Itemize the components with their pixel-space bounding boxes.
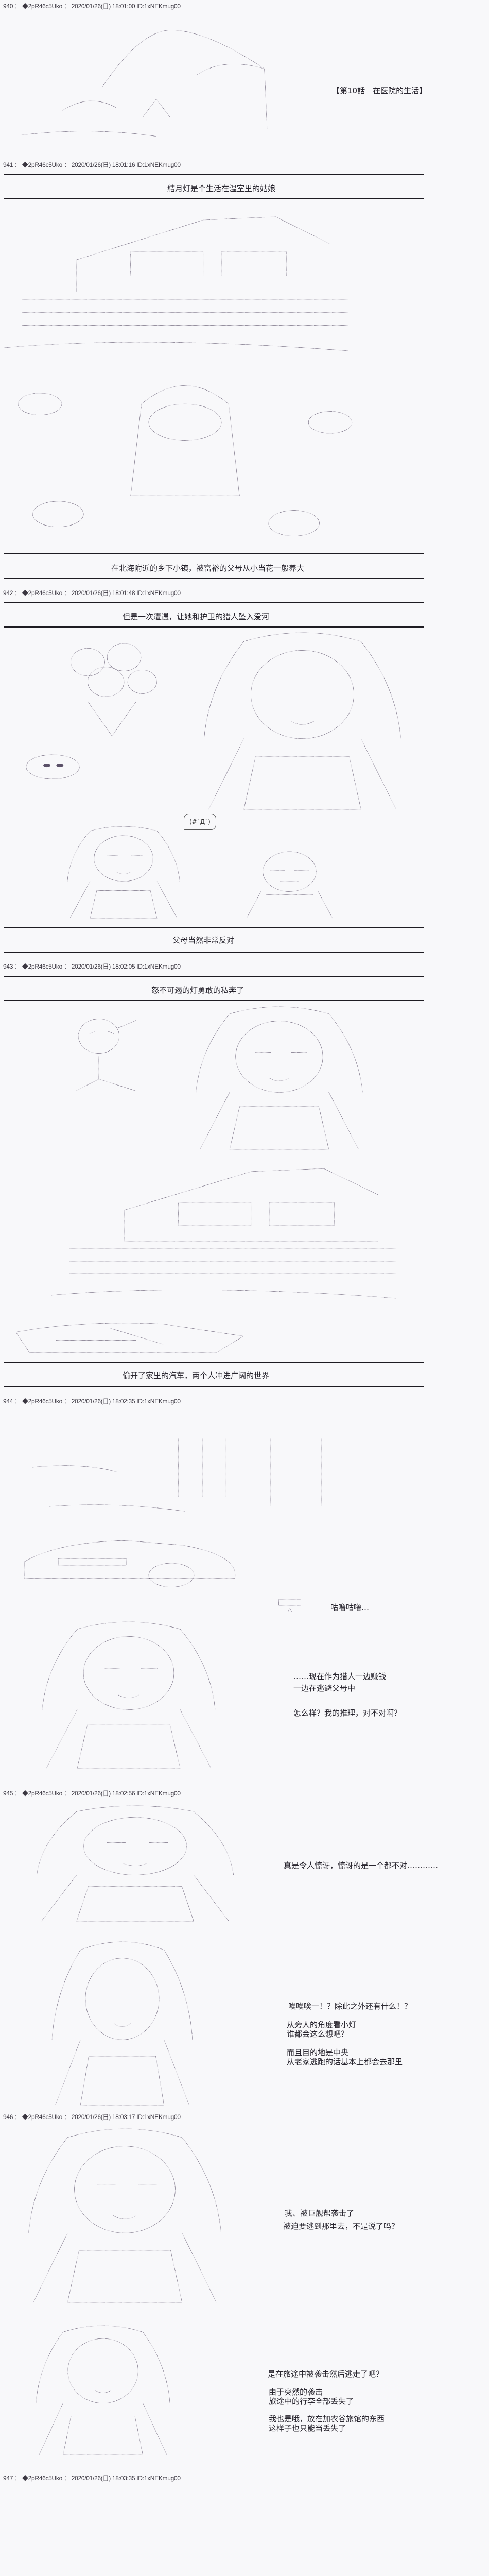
ascii-art-sketch: [51, 1156, 414, 1311]
ascii-art-determined-girl: [180, 1007, 378, 1149]
divider: [4, 174, 424, 175]
post-header: 941 ： ◆2pR46c5Uko ： 2020/01/26(日) 18:01:…: [3, 161, 181, 168]
post-header: 940 ： ◆2pR46c5Uko ： 2020/01/26(日) 18:01:…: [3, 3, 181, 10]
ascii-art-sketch: [23, 752, 82, 782]
ascii-art-sketch: [4, 367, 366, 551]
narration-text: 但是一次遭遇，让她和护卫的猎人坠入爱河: [123, 612, 270, 621]
post-header: 945 ： ◆2pR46c5Uko ： 2020/01/26(日) 18:02:…: [3, 1790, 181, 1797]
dialogue-text: 被迫要逃到那里去，不是说了吗？: [283, 2222, 399, 2231]
divider: [4, 553, 424, 554]
ascii-art-hunter-girl: [26, 1622, 232, 1768]
divider: [4, 602, 424, 603]
ascii-art-sketch: [180, 1007, 378, 1149]
ascii-art-girl-explaining: [10, 2129, 239, 2302]
dialogue-text: 我、被巨舰帮袭击了: [285, 2209, 355, 2218]
ascii-art-sketch: [8, 21, 278, 141]
post-header: 947 ： ◆2pR46c5Uko ： 2020/01/26(日) 18:03:…: [3, 2475, 181, 2482]
narration-text: 偷开了家里的汽车，两个人冲进广阔的世界: [123, 1371, 270, 1380]
ascii-art-sketch: [13, 1529, 239, 1595]
dialogue-text: 从老家逃跑的话基本上都会去那里: [287, 2057, 403, 2066]
ascii-art-sketch: [51, 642, 172, 741]
ascii-art-girl-smug: [18, 1806, 252, 1921]
ascii-art-sketch: [15, 1428, 355, 1526]
ascii-art-angry-chibi: [62, 1016, 154, 1095]
dialogue-text: 我也是哦，放在加农谷旅馆的东西: [269, 2414, 385, 2424]
narration-text: 父母当然非常反对: [172, 936, 235, 945]
ascii-art-sketch: [23, 2326, 183, 2455]
dialogue-text: 是在旅途中被袭击然后逃走了吧？: [268, 2369, 384, 2379]
dialogue-text: 谁都会这么想吧？: [287, 2029, 349, 2039]
divider: [4, 976, 424, 977]
ascii-art-girl-blushing: [185, 633, 420, 809]
ascii-art-sketch: [18, 1806, 252, 1921]
post-header: 943 ： ◆2pR46c5Uko ： 2020/01/26(日) 18:02:…: [3, 963, 181, 970]
ascii-art-sketch: [185, 633, 420, 809]
ascii-art-bouquet: [51, 642, 172, 741]
ascii-art-car-crash: [3, 1316, 270, 1357]
divider: [4, 1386, 424, 1387]
dialogue-text: 怎么样？我的推理，对不对啊？: [293, 1708, 402, 1718]
chapter-title: 【第10話 在医院的生活】: [332, 86, 427, 95]
ascii-art-girl-in-flowers: [4, 367, 366, 551]
narration-text: 怒不可遏的灯勇敢的私奔了: [151, 986, 244, 995]
ascii-art-campfire-pot: [271, 1597, 308, 1618]
post-header: 942 ： ◆2pR46c5Uko ： 2020/01/26(日) 18:01:…: [3, 589, 181, 597]
ascii-art-sketch: [10, 2129, 239, 2302]
ascii-art-mountain-village: [8, 21, 278, 141]
ascii-art-sketch: [271, 1597, 308, 1618]
ascii-art-sketch: [242, 852, 337, 918]
divider: [4, 198, 424, 199]
dialogue-text: 真是令人惊讶，惊讶的是一个都不对…………: [284, 1861, 439, 1870]
dialogue-text: 而且目的地是中央: [287, 2048, 349, 2057]
ascii-art-car: [13, 1529, 239, 1595]
ascii-art-sketch: [26, 1622, 232, 1768]
ascii-art-father: [242, 852, 337, 918]
ascii-art-mansion-escape: [51, 1156, 414, 1311]
divider: [4, 1000, 424, 1001]
narration-text: 在北海附近的乡下小镇，被富裕的父母从小当花一般养大: [111, 564, 305, 573]
divider: [4, 626, 424, 628]
ascii-art-forest: [15, 1428, 355, 1526]
dialogue-text: 由于突然的袭击: [269, 2387, 323, 2397]
dialogue-text: ……现在作为猎人一边赚钱: [293, 1672, 387, 1681]
ascii-art-sketch: [4, 204, 366, 364]
narration-text: 結月灯是个生活在温室里的姑娘: [167, 184, 276, 193]
ascii-art-sketch: [62, 1016, 154, 1095]
divider: [4, 952, 424, 953]
speech-bubble: (#´Д`): [184, 814, 216, 830]
dialogue-text: 从旁人的角度看小灯: [287, 2020, 357, 2029]
dialogue-text: 一边在逃避父母中: [293, 1684, 356, 1693]
ascii-art-mansion: [4, 204, 366, 364]
ascii-art-girl-ribbon: [23, 2326, 183, 2455]
ascii-art-sketch: [57, 826, 190, 918]
ascii-art-sketch: [3, 1316, 270, 1357]
ascii-art-sketch: [39, 1942, 206, 2105]
divider: [4, 1362, 424, 1363]
dialogue-text: 唉唉唉一！？除此之外还有什么！？: [288, 2002, 412, 2011]
divider: [4, 927, 424, 928]
dialogue-text: 这样子也只能当丢失了: [269, 2424, 346, 2433]
ascii-art-small-face: [23, 752, 82, 782]
post-header: 946 ： ◆2pR46c5Uko ： 2020/01/26(日) 18:03:…: [3, 2113, 181, 2121]
ascii-art-hunter: [57, 826, 190, 918]
ascii-art-girl-shocked: [39, 1942, 206, 2105]
divider: [4, 578, 424, 579]
sound-effect-text: 咕噜咕噜…: [330, 1603, 370, 1612]
post-header: 944 ： ◆2pR46c5Uko ： 2020/01/26(日) 18:02:…: [3, 1398, 181, 1405]
dialogue-text: 旅途中的行李全部丢失了: [269, 2397, 354, 2406]
